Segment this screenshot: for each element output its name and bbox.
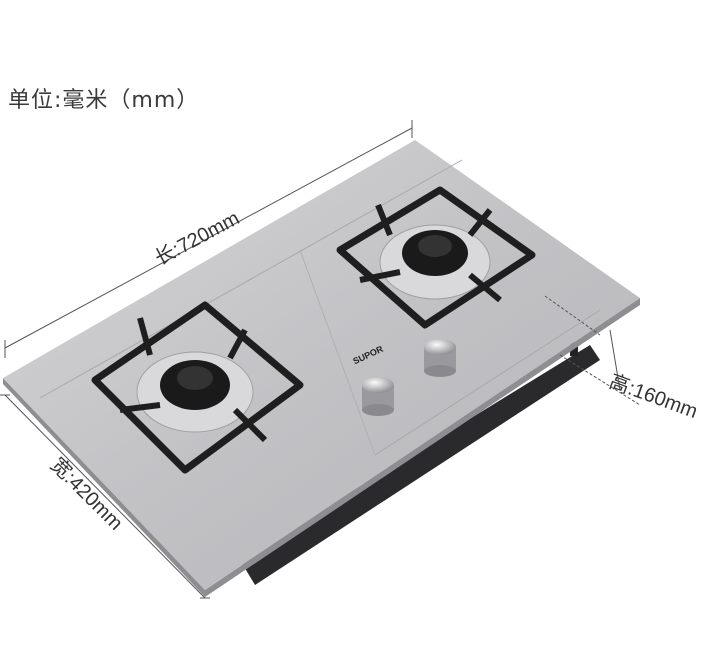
burner-left: [91, 301, 304, 474]
burner-right: [336, 186, 536, 329]
grate: [336, 186, 536, 329]
dimension-lines: [0, 120, 641, 599]
knob-left[interactable]: [362, 377, 394, 416]
grate: [91, 301, 304, 474]
cooktop-body: [240, 345, 600, 585]
knob-right[interactable]: [424, 339, 456, 377]
unit-label: 单位:毫米（mm）: [8, 88, 200, 113]
